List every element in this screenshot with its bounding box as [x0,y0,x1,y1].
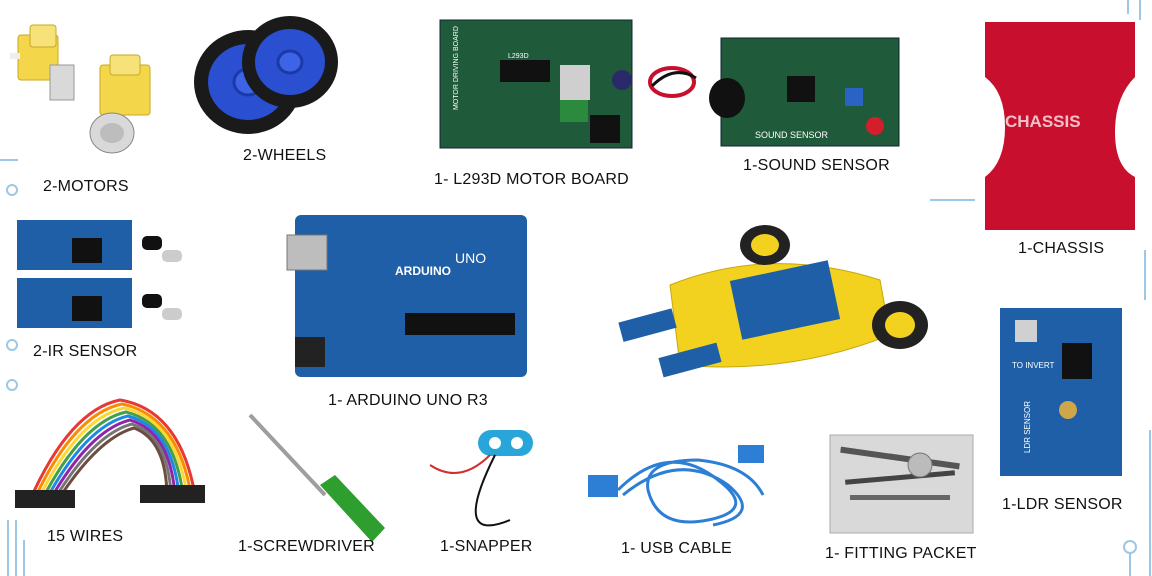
arduino-label: 1- ARDUINO UNO R3 [328,392,488,409]
motor-board-label: 1- L293D MOTOR BOARD [434,171,629,188]
arduino-image: ARDUINO UNO [286,215,527,377]
ldr-print-invert: TO INVERT [1012,361,1054,370]
arduino-brand-print: ARDUINO [395,264,451,278]
wheels-product [190,12,340,142]
snapper-label: 1-SNAPPER [440,538,533,555]
wheels-label: 2-WHEELS [243,147,327,164]
motor-chip-print: L293D [508,53,529,60]
screwdriver-product [240,410,390,545]
wires-image [15,398,205,508]
arduino-model-print: UNO [455,250,486,266]
motor-board-image: MOTOR DRIVING BOARD L293D [439,19,633,149]
brand-logo-icon [648,66,697,98]
chassis-image: CHASSIS [985,22,1135,230]
snapper-image [429,430,533,527]
motor-board-product: MOTOR DRIVING BOARD L293D [439,19,640,150]
sound-sensor-product: SOUND SENSOR [705,37,900,148]
fitting-packet-label: 1- FITTING PACKET [825,545,977,562]
assembled-robot-product [590,215,950,400]
fitting-packet-image [829,434,974,534]
ldr-print-name: LDR SENSOR [1023,401,1032,453]
ir-sensor-product [12,220,192,335]
wires-product [10,390,210,515]
ldr-sensor-label: 1-LDR SENSOR [1002,496,1123,513]
motors-label: 2-MOTORS [43,178,129,195]
arduino-product: ARDUINO UNO [286,215,530,380]
chassis-print: CHASSIS [1005,112,1081,131]
sound-sensor-image: SOUND SENSOR [709,37,900,147]
motors-image [10,24,151,154]
wheels-image [194,16,338,134]
assembled-robot-image [618,225,928,378]
motors-product [10,15,160,165]
chassis-product: CHASSIS [975,22,1145,232]
usb-cable-label: 1- USB CABLE [621,540,732,557]
screwdriver-image [248,413,385,542]
wires-label: 15 WIRES [47,528,124,545]
chassis-label: 1-CHASSIS [1018,240,1105,257]
ir-sensor-image [17,220,182,328]
ldr-sensor-product: TO INVERT LDR SENSOR [1000,308,1125,478]
usb-cable-product [588,440,773,530]
usb-cable-image [588,445,765,527]
motor-board-print: MOTOR DRIVING BOARD [453,26,460,110]
sound-sensor-label: 1-SOUND SENSOR [743,157,890,174]
ldr-sensor-image: TO INVERT LDR SENSOR [1000,308,1122,476]
ir-sensor-label: 2-IR SENSOR [33,343,138,360]
fitting-packet-product [829,434,975,535]
snapper-product [420,425,540,530]
sound-board-print: SOUND SENSOR [755,130,829,140]
screwdriver-label: 1-SCREWDRIVER [238,538,375,555]
